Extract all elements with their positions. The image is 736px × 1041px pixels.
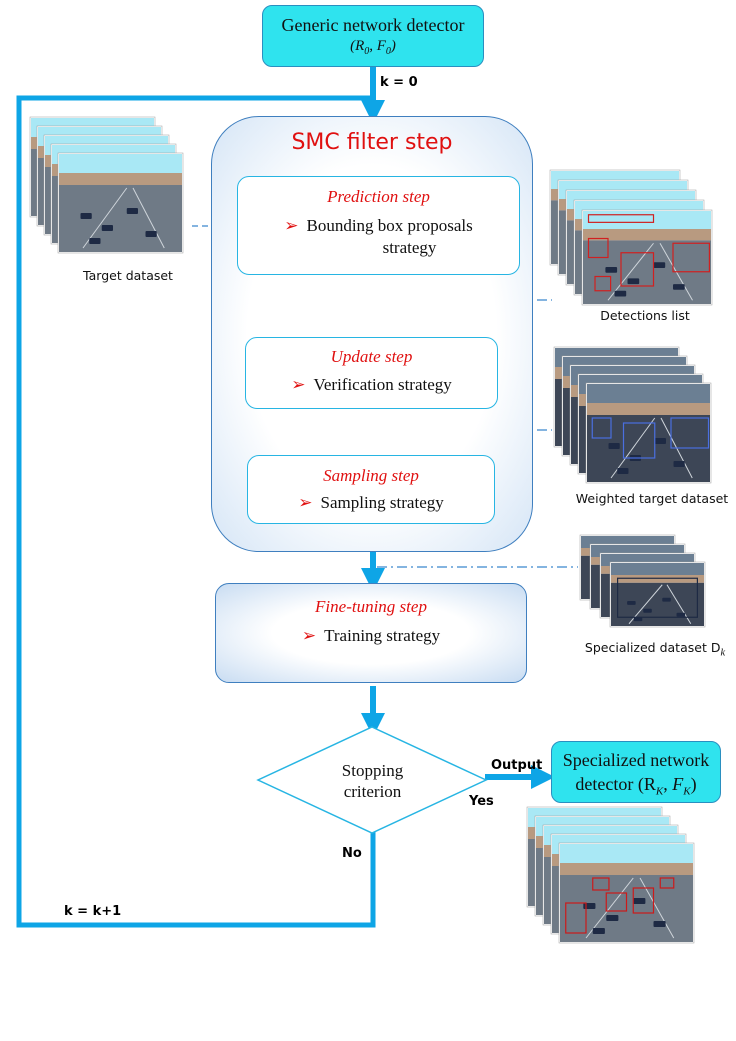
specialized-dataset-caption: Specialized dataset Dk [584,640,726,659]
generic-detector-box: Generic network detector (R0, F0) [262,5,484,67]
detection-box [587,237,609,259]
prediction-step-title: Prediction step [327,187,430,206]
detection-box [594,275,612,292]
scene-thumbnail [609,561,706,628]
arrow-bullet-icon: ➢ [298,493,313,513]
detection-box [587,214,655,223]
update-step-box: Update step ➢Verification strategy [245,337,498,409]
weighted-dataset-caption: Weighted target dataset [575,491,729,506]
scene-thumbnail [558,842,695,944]
update-step-title: Update step [330,347,413,366]
arrow-bullet-icon: ➢ [284,216,299,236]
update-step-item: ➢Verification strategy [291,375,452,395]
target-dataset-caption: Target dataset [83,268,173,283]
detection-box [605,892,628,912]
detection-box [565,902,587,934]
generic-detector-params: (R0, F0) [350,38,396,57]
finetuning-step-item: ➢Training strategy [301,626,441,646]
finetuning-step-title: Fine-tuning step [315,597,427,616]
sampling-step-title: Sampling step [323,466,419,485]
no-label: No [342,846,362,861]
scene-thumbnail [585,382,712,484]
detection-box [632,887,655,914]
k-init-label: k = 0 [380,75,418,90]
stopping-criterion-line2: criterion [343,782,402,801]
feedback-loop-line [16,95,376,928]
prediction-step-item: ➢Bounding box proposals [284,216,473,236]
output-label: Output [491,758,543,773]
detection-box [659,877,675,889]
detection-box [622,422,656,459]
stopping-criterion-text: Stopping criterion [300,760,445,802]
yes-label: Yes [469,794,494,809]
target-dataset-image-stack [29,116,184,254]
prediction-step-item-line2: strategy [382,238,437,257]
scene-thumbnail [57,152,184,254]
finetuning-step-box: Fine-tuning step ➢Training strategy [215,583,527,683]
smc-filter-title: SMC filter step [291,130,453,155]
detection-box [672,242,711,273]
detection-box [592,877,610,891]
generic-detector-title: Generic network detector [281,15,465,35]
specialized-detector-line1: Specialized network [562,750,710,770]
detection-box [591,417,612,439]
sampling-step-box: Sampling step ➢Sampling strategy [247,455,495,524]
k-update-label: k = k+1 [64,904,122,919]
arrow-bullet-icon: ➢ [291,375,306,395]
output-image-stack [526,806,695,944]
detection-box [670,417,710,449]
weighted-dataset-image-stack [553,346,712,484]
detection-box [616,577,699,618]
detections-caption: Detections list [600,308,690,323]
detection-box [620,252,655,287]
stopping-criterion-line1: Stopping [341,761,404,780]
specialized-dataset-image-stack [579,534,706,628]
prediction-step-box: Prediction step ➢Bounding box proposals … [237,176,520,275]
specialized-detector-box: Specialized network detector (RK, FK) [551,741,721,803]
scene-thumbnail [581,209,713,306]
arrow-bullet-icon: ➢ [301,626,317,646]
detections-image-stack [549,169,713,306]
stopping-criterion-diamond [256,726,488,834]
sampling-step-item: ➢Sampling strategy [298,493,444,513]
specialized-detector-line2: detector (RK, FK) [575,774,697,798]
